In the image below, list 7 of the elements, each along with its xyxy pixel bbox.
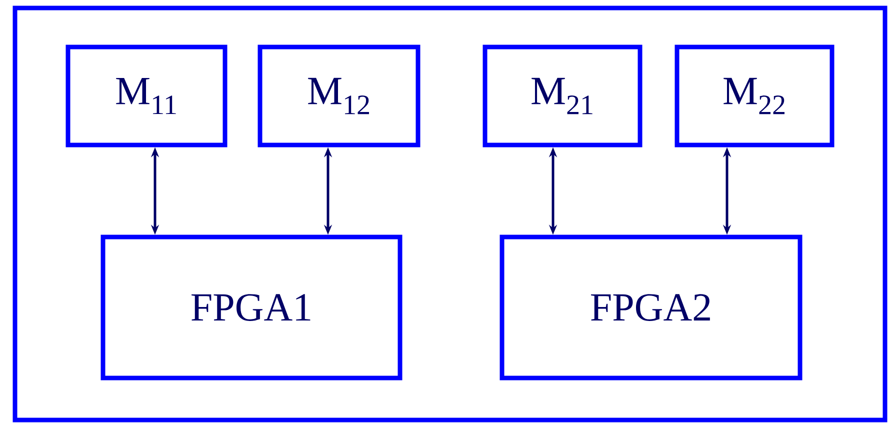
memory-box: M$_{22}$: [674, 44, 834, 148]
memory-box: M$_{11}$: [66, 44, 228, 148]
outer-frame: [12, 6, 888, 422]
memory-box: M$_{12}$: [258, 44, 420, 148]
memory-box: M$_{21}$: [482, 44, 642, 148]
fpga-box: FPGA1: [100, 234, 402, 380]
fpga-box: FPGA2: [500, 234, 802, 380]
